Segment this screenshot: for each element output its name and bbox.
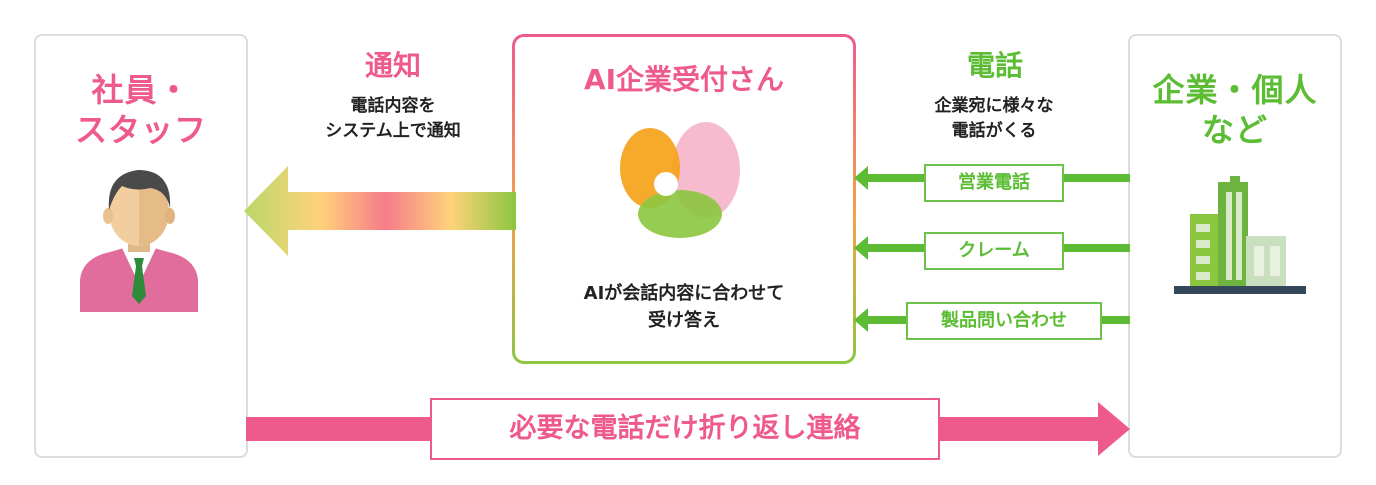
ai-desc-line1: AIが会話内容に合わせて [583, 283, 785, 304]
notify-description: 電話内容を システム上で通知 [290, 94, 496, 144]
company-title: 企業・個人 など [1128, 70, 1342, 150]
company-title-line2: など [1201, 111, 1268, 149]
phone-desc-line1: 企業宛に様々な [934, 96, 1054, 116]
call-type-product-inquiry: 製品問い合わせ [906, 302, 1102, 340]
notify-heading: 通知 [364, 49, 421, 82]
notify-desc-line1: 電話内容を [350, 96, 436, 116]
callback-label: 必要な電話だけ折り返し連絡 [430, 398, 940, 460]
company-title-line1: 企業・個人 [1152, 71, 1318, 109]
call-type-complaint: クレーム [924, 232, 1064, 270]
office-building-icon [1174, 176, 1306, 294]
call-type-sales: 営業電話 [924, 164, 1064, 202]
ai-desc-line2: 受け答え [648, 310, 720, 331]
staff-title: 社員・ スタッフ [34, 70, 248, 150]
ai-reception-logo [620, 122, 740, 238]
phone-desc-line2: 電話がくる [951, 121, 1037, 141]
phone-heading: 電話 [966, 49, 1023, 82]
staff-person-icon [80, 170, 198, 312]
notify-desc-line2: システム上で通知 [325, 121, 461, 141]
phone-description: 企業宛に様々な 電話がくる [886, 94, 1102, 144]
ai-title: AI企業受付さん [583, 63, 785, 96]
staff-title-line2: スタッフ [74, 111, 207, 149]
ai-description: AIが会話内容に合わせて 受け答え [512, 280, 856, 334]
staff-title-line1: 社員・ [91, 71, 191, 109]
notify-arrow [244, 166, 516, 256]
